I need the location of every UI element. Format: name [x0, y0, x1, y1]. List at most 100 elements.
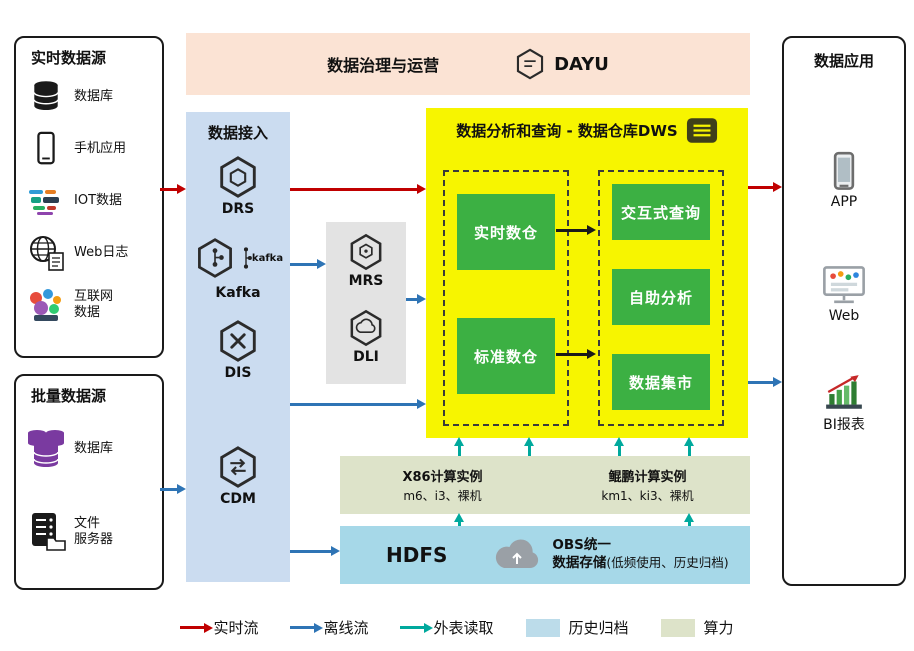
- dayu-logo: DAYU: [513, 47, 609, 81]
- legend-label: 离线流: [323, 619, 369, 637]
- database-icon: [22, 79, 70, 115]
- data-mart-box: 数据集市: [612, 354, 710, 410]
- external-read-sample-arrow: [400, 623, 434, 632]
- service-mrs: MRS: [326, 232, 406, 289]
- offline-flow-arrow-cdm-to-hdfs: [290, 546, 340, 556]
- database-purple-icon: [22, 426, 70, 472]
- x86-title: X86计算实例: [402, 470, 483, 485]
- kunpeng-title: 鲲鹏计算实例: [608, 470, 687, 485]
- monitor-icon: [823, 266, 865, 304]
- storage-panel: HDFS OBS统一 数据存储(低频使用、历史归档): [340, 526, 750, 584]
- legend-item-realtime-flow: 实时流: [180, 617, 258, 638]
- dayu-logo-icon: [516, 48, 544, 80]
- analysis-group: 交互式查询 自助分析 数据集市: [598, 170, 724, 426]
- interactive-query-box: 交互式查询: [612, 184, 710, 240]
- obs-title-line1: OBS统一: [552, 537, 611, 554]
- external-read-arrow-compute-to-dws-1: [454, 437, 464, 456]
- legend: 实时流 离线流 外表读取 历史归档 算力: [0, 617, 914, 638]
- history-archive-swatch: [525, 618, 560, 637]
- service-cdm: CDM: [186, 444, 290, 507]
- realtime-warehouse-box: 实时数仓: [457, 194, 555, 270]
- dli-icon: [350, 309, 382, 347]
- legend-label: 实时流: [213, 619, 259, 637]
- bar-chart-icon: [826, 375, 862, 409]
- app-item-bi: BI报表: [784, 372, 904, 434]
- dayu-logo-label: DAYU: [554, 53, 609, 75]
- data-access-panel: 数据接入 DRS kafka Kafka DIS CDM: [186, 112, 290, 582]
- kunpeng-compute: 鲲鹏计算实例 km1、ki3、裸机: [545, 456, 750, 514]
- app-item-app: APP: [784, 150, 904, 210]
- offline-flow-arrow-access-to-dws: [290, 399, 426, 409]
- governance-bar: 数据治理与运营 DAYU: [186, 33, 750, 95]
- app-label: APP: [830, 194, 858, 210]
- external-read-arrow-hdfs-to-compute-2: [684, 513, 694, 526]
- external-read-arrow-compute-to-dws-3: [614, 437, 624, 456]
- source-label: 数据库: [74, 88, 114, 104]
- realtime-sources-panel: 实时数据源 数据库 手机应用 IOT数据 Web日志: [14, 36, 164, 358]
- legend-item-compute-power: 算力: [660, 617, 734, 638]
- app-label: BI报表: [823, 417, 865, 433]
- source-item-database: 数据库: [16, 409, 162, 489]
- applications-panel: 数据应用 APP Web BI报表: [782, 36, 906, 586]
- kafka-logo-icon: [243, 247, 252, 269]
- mrs-icon: [350, 233, 382, 271]
- source-item-web-log: Web日志: [16, 227, 162, 279]
- internal-arrow-realtime-to-query: [556, 225, 596, 235]
- dws-icon: [686, 118, 717, 143]
- data-access-title: 数据接入: [207, 124, 268, 142]
- service-label: DLI: [353, 349, 379, 365]
- service-label: CDM: [220, 491, 256, 507]
- source-item-internet-data: 互联网 数据: [16, 279, 162, 331]
- warehouse-group: 实时数仓 标准数仓: [443, 170, 569, 426]
- source-item-iot: IOT数据: [16, 175, 162, 227]
- dis-icon: [220, 320, 256, 362]
- hdfs-label: HDFS: [386, 543, 448, 567]
- realtime-sources-title: 实时数据源: [31, 49, 107, 67]
- globe-icon: [22, 234, 70, 272]
- internet-icon: [22, 287, 70, 323]
- iot-icon: [22, 184, 70, 218]
- realtime-flow-arrow-sources-to-access: [160, 184, 186, 194]
- drs-icon: [220, 156, 256, 198]
- standard-warehouse-box: 标准数仓: [457, 318, 555, 394]
- source-item-file-server: 文件 服务器: [16, 489, 162, 575]
- service-label: Kafka: [215, 285, 261, 301]
- service-kafka: kafka Kafka: [186, 236, 290, 301]
- phone-icon: [22, 131, 70, 167]
- kunpeng-models: km1、ki3、裸机: [601, 489, 694, 503]
- external-read-arrow-hdfs-to-compute-1: [454, 513, 464, 526]
- compute-power-swatch: [660, 618, 695, 637]
- legend-item-offline-flow: 离线流: [290, 617, 368, 638]
- phone-icon: [833, 151, 855, 190]
- external-read-arrow-compute-to-dws-2: [524, 437, 534, 456]
- dws-title: 数据分析和查询 - 数据仓库DWS: [456, 122, 678, 140]
- obs-note: (低频使用、历史归档): [606, 555, 729, 570]
- offline-flow-sample-arrow: [290, 623, 324, 632]
- source-label: IOT数据: [74, 192, 123, 208]
- offline-flow-arrow-dws-to-apps: [748, 377, 782, 387]
- middleware-panel: MRS DLI: [326, 222, 406, 384]
- source-label: Web日志: [74, 244, 129, 260]
- obs-title-line2: 数据存储: [552, 555, 607, 571]
- internal-arrow-standard-to-mart: [556, 349, 596, 359]
- applications-title: 数据应用: [813, 52, 874, 70]
- batch-sources-title: 批量数据源: [31, 387, 107, 405]
- service-label: MRS: [348, 273, 384, 289]
- kafka-logo-text: kafka: [251, 252, 284, 264]
- x86-models: m6、i3、裸机: [403, 489, 482, 503]
- service-label: DRS: [221, 201, 255, 217]
- offline-flow-arrow-batch-to-access: [160, 484, 186, 494]
- cdm-icon: [220, 446, 256, 488]
- obs-cloud-icon: [496, 539, 539, 569]
- source-item-mobile-app: 手机应用: [16, 123, 162, 175]
- self-service-analysis-box: 自助分析: [612, 269, 710, 325]
- service-drs: DRS: [186, 154, 290, 217]
- legend-item-history-archive: 历史归档: [525, 617, 629, 638]
- kafka-service-icon: [197, 238, 232, 278]
- realtime-flow-arrow-dws-to-apps: [748, 182, 782, 192]
- source-label: 文件 服务器: [74, 515, 114, 547]
- app-item-web: Web: [784, 264, 904, 324]
- offline-flow-arrow-access-to-mrs: [290, 259, 326, 269]
- legend-label: 算力: [703, 619, 734, 637]
